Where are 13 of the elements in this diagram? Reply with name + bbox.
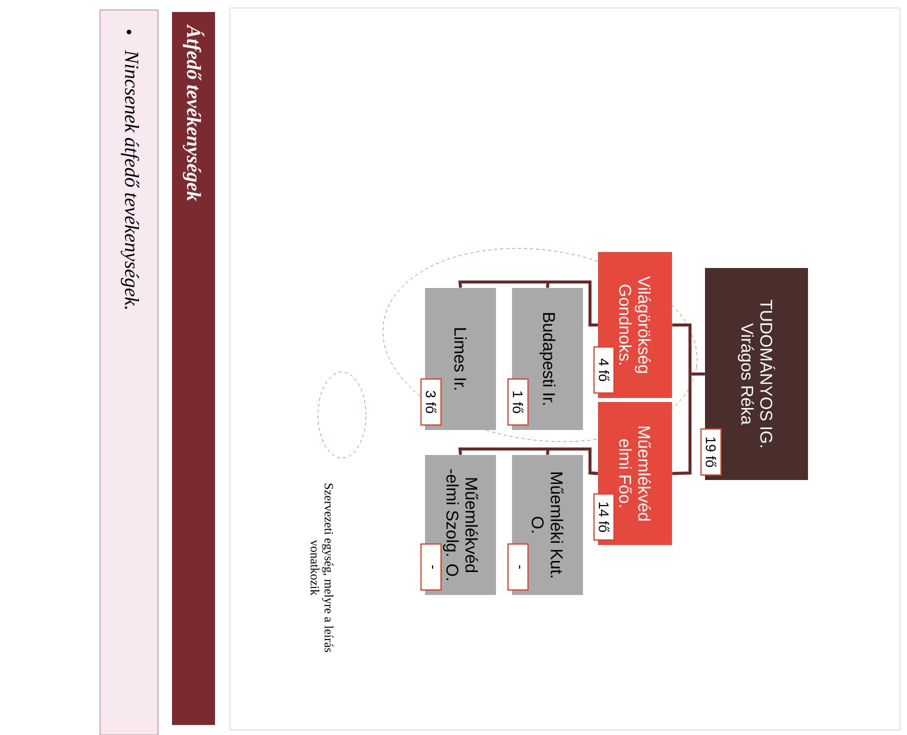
connector xyxy=(672,372,705,475)
count-badge: 19 fő xyxy=(700,428,722,476)
count-badge: 14 fő xyxy=(593,493,615,541)
count-badge: - xyxy=(420,543,442,591)
count-badge: - xyxy=(507,543,529,591)
connector xyxy=(458,280,598,326)
bullet-item: Nincsenek átfedő tevékenységek. xyxy=(120,50,140,309)
heading: Átfedő tevékenységek xyxy=(182,24,204,202)
count-badge: 4 fő xyxy=(593,346,615,394)
count-badge: 3 fő xyxy=(420,378,442,426)
connector xyxy=(458,448,598,475)
count-badge: 1 fő xyxy=(507,378,529,426)
legend-item: Szervezeti egység, melyre a leírás vonatkozik xyxy=(310,372,366,652)
